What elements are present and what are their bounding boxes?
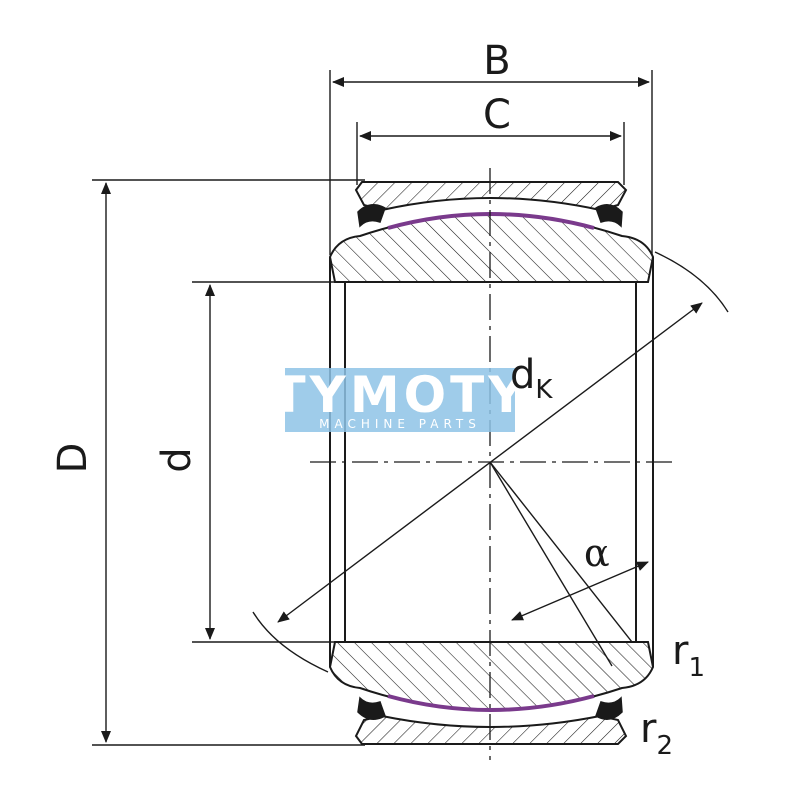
watermark-background	[285, 368, 515, 432]
alpha-dimension-line	[511, 561, 649, 621]
watermark-brand: TYMOTY	[272, 366, 529, 424]
label-D: D	[50, 443, 96, 474]
seals	[357, 204, 623, 720]
outer-ring-top	[354, 181, 628, 212]
label-r1: r1	[672, 628, 705, 683]
label-C: C	[483, 92, 511, 138]
sphere-diameter-arcs	[252, 251, 729, 673]
label-d: d	[154, 447, 200, 472]
watermark: TYMOTY MACHINE PARTS	[272, 366, 529, 432]
watermark-tagline: MACHINE PARTS	[319, 417, 481, 431]
label-r2: r2	[640, 706, 673, 761]
center-lines	[310, 168, 676, 760]
label-dk: dK	[510, 352, 553, 405]
inner-ring-top	[328, 213, 655, 283]
label-alpha: α	[584, 531, 610, 575]
angle-construction	[489, 461, 649, 667]
outer-ring-bottom	[354, 714, 628, 745]
extension-lines	[92, 70, 653, 746]
label-B: B	[483, 38, 510, 84]
